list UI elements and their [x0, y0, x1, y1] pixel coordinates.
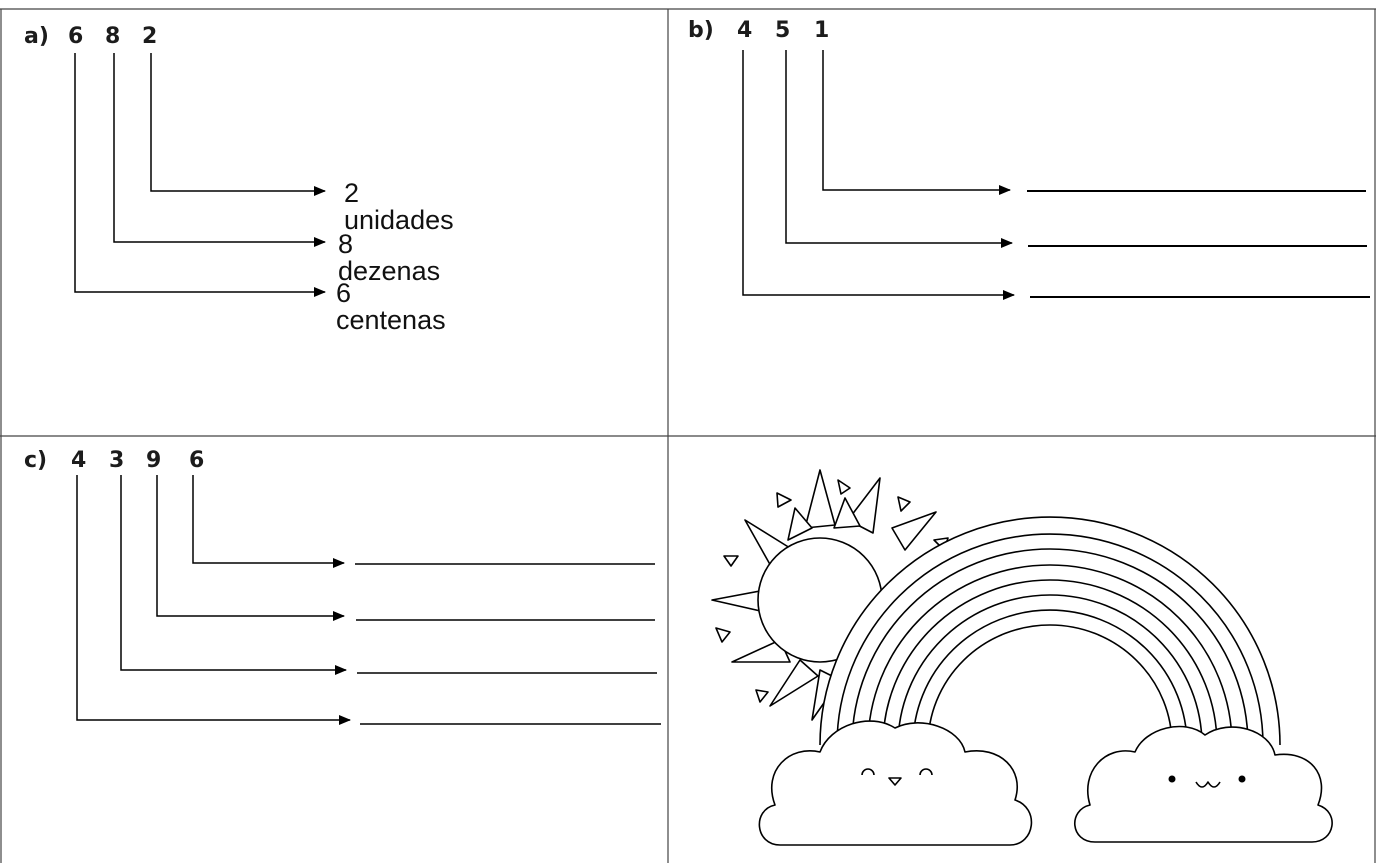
digit-units: 1: [814, 18, 830, 43]
place-value-arrows: [76, 475, 661, 725]
digit-tens: 5: [775, 18, 791, 43]
digit-thousands: 4: [71, 448, 87, 473]
exercise-label: a): [24, 24, 49, 49]
digit-hundreds: 6: [68, 24, 84, 49]
digit-units: 6: [189, 448, 205, 473]
place-value-arrows: [74, 53, 326, 297]
answer-hundreds: 6 centenas: [336, 278, 446, 335]
exercise-label: c): [24, 448, 48, 473]
digit-hundreds: 3: [109, 448, 125, 473]
cloud-icon: [1074, 725, 1333, 843]
answer-tens: 8 dezenas: [338, 229, 441, 286]
digit-tens: 8: [105, 24, 121, 49]
answer-units: 2 unidades: [344, 178, 454, 235]
answer-lines: [1027, 190, 1370, 298]
cloud-icon: [758, 720, 1033, 846]
digit-hundreds: 4: [737, 18, 753, 43]
digit-units: 2: [142, 24, 158, 49]
rainbow-icon: [819, 516, 1281, 746]
digit-tens: 9: [146, 448, 162, 473]
place-value-arrows: [742, 50, 1015, 300]
exercise-label: b): [688, 18, 714, 43]
